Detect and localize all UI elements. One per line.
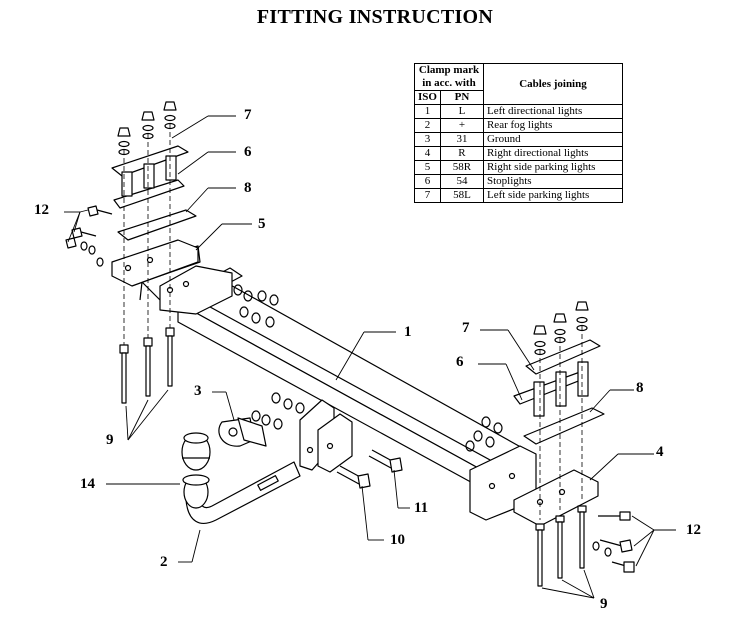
page-title: FITTING INSTRUCTION [256,6,494,28]
label-9-right: 9 [600,596,608,612]
cables-joining-table: Clamp mark in acc. with Cables joining I… [414,63,623,203]
label-8-left: 8 [244,180,252,196]
clamp-plate-7-left [111,145,189,177]
socket-holder [218,417,267,447]
spacer-bar-6-right [513,371,587,405]
label-2: 2 [160,554,168,570]
label-12-left: 12 [34,202,49,218]
label-9-left: 9 [106,432,114,448]
long-bolts-9-right [535,505,587,587]
pn-header: PN [439,90,484,105]
long-bolts-9-left [119,327,175,404]
spacer-bar-6-left [113,179,185,209]
clamp-plate-8-right [523,407,605,445]
clamp-mark-header: Clamp mark in acc. with [414,63,484,91]
label-10: 10 [390,532,405,548]
clamp-plate-7-right [525,339,601,375]
label-5: 5 [258,216,266,232]
left-nut-column [117,101,177,156]
ball-cover [181,432,211,471]
cross-beam [177,267,536,499]
label-14: 14 [80,476,95,492]
leader-lines [64,115,676,599]
label-12-right: 12 [686,522,701,538]
label-4: 4 [656,444,664,460]
side-bolts-12-right [592,511,635,573]
right-clamp-stack [513,301,605,587]
label-1: 1 [404,324,412,340]
bolt-10 [336,465,371,489]
label-6-right: 6 [456,354,464,370]
ball-mount-bracket [299,399,353,473]
beam-nuts-left [233,284,279,328]
side-bracket-5-left [111,239,199,287]
tow-ball-arm [182,461,301,524]
bracket-nuts [251,392,305,430]
label-6-left: 6 [244,144,252,160]
label-7-left: 7 [244,107,252,123]
right-nut-column [533,301,589,356]
label-3: 3 [194,383,202,399]
label-7-right: 7 [462,320,470,336]
table-row: 2+Rear fog lights [414,118,623,133]
label-8-right: 8 [636,380,644,396]
left-clamp-stack [111,101,199,404]
clamp-plate-8-left [117,209,197,241]
label-11: 11 [414,500,429,516]
bolt-11 [368,449,403,473]
side-bracket-4-right [513,469,599,527]
beam-nuts-right [465,416,503,452]
side-bolts-12-left [65,205,113,267]
